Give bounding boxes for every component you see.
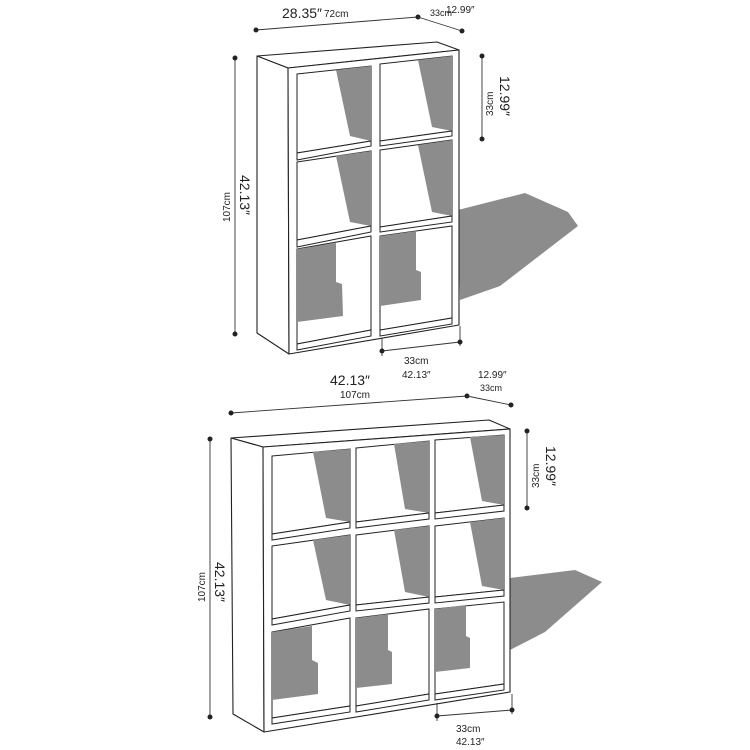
cubby — [271, 448, 351, 541]
left-side-panel — [230, 437, 265, 733]
cubby — [379, 55, 453, 147]
bookcase-3x3: 42.13″ 107cm 12.99″ 33cm 33cm 12.99″ 107… — [197, 370, 602, 748]
cube-width-label-cm: 33cm — [404, 356, 428, 367]
cube-width-label-cm: 33cm — [456, 724, 480, 735]
cubby — [379, 139, 453, 233]
cube-width-dimension-line — [381, 341, 461, 352]
cubby — [271, 534, 351, 626]
floor-shadow — [510, 570, 602, 650]
height-label-inches: 42.13″ — [237, 175, 253, 215]
depth-label-cm: 33cm — [430, 8, 452, 18]
cubby — [434, 517, 505, 604]
width-label-inches: 42.13″ — [330, 372, 370, 388]
width-label-cm: 107cm — [340, 390, 370, 401]
width-label-inches: 28.35″ — [282, 5, 322, 21]
cube-width-dimension-line — [436, 709, 513, 717]
height-label-cm: 107cm — [197, 572, 208, 602]
width-dimension-line — [255, 16, 419, 31]
bookcase-2x3: 28.35″ 72cm 33cm 12.99″ 33cm 12.99″ 107c… — [222, 5, 578, 381]
left-side-panel — [256, 55, 290, 355]
cubby — [434, 434, 505, 520]
cube-height-label-inches: 12.99″ — [497, 76, 513, 116]
depth-dimension-line — [466, 395, 512, 406]
cube-height-label-cm: 33cm — [531, 464, 542, 488]
depth-dimension-line — [417, 16, 463, 32]
depth-label-cm: 33cm — [480, 383, 502, 393]
cubby — [271, 617, 351, 725]
cubby — [296, 65, 372, 161]
height-label-cm: 107cm — [222, 192, 233, 222]
depth-label-inches: 12.99″ — [446, 5, 475, 16]
cubby — [296, 150, 372, 248]
width-label-cm: 72cm — [324, 9, 348, 20]
depth-label-inches: 12.99″ — [478, 370, 507, 381]
cubby — [379, 225, 453, 337]
cube-width-label-inches: 42.13″ — [402, 370, 431, 381]
cubby — [296, 235, 372, 351]
cubby — [355, 608, 430, 713]
cubby — [434, 601, 505, 701]
floor-shadow — [458, 193, 578, 300]
cube-height-label-cm: 33cm — [485, 92, 496, 116]
cube-height-label-inches: 12.99″ — [543, 446, 559, 486]
cube-width-label-inches: 42.13″ — [456, 737, 485, 748]
cubby — [355, 440, 430, 529]
height-label-inches: 42.13″ — [212, 562, 228, 602]
width-dimension-line — [230, 395, 468, 414]
cubby — [355, 525, 430, 612]
